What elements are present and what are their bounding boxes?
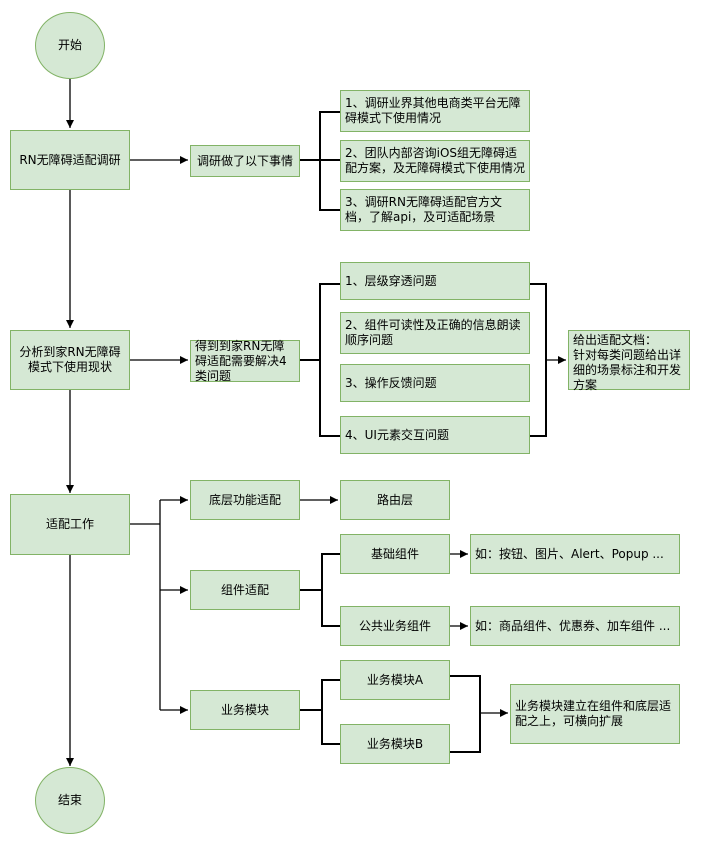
analysis-item-4[interactable]: 4、UI元素交互问题 <box>340 416 530 454</box>
analysis-step[interactable]: 分析到家RN无障碍模式下使用现状 <box>10 330 130 390</box>
router-layer[interactable]: 路由层 <box>340 480 450 520</box>
analysis-item-3[interactable]: 3、操作反馈问题 <box>340 364 530 402</box>
module-a[interactable]: 业务模块A <box>340 660 450 700</box>
research-step[interactable]: RN无障碍适配调研 <box>10 130 130 190</box>
component-adapt[interactable]: 组件适配 <box>190 570 300 610</box>
biz-component-example[interactable]: 如：商品组件、优惠券、加车组件 ... <box>470 606 680 646</box>
brace-module-left <box>321 679 340 745</box>
brace-component <box>321 553 340 627</box>
brace-analysis-left <box>319 283 340 437</box>
research-summary[interactable]: 调研做了以下事情 <box>190 145 300 177</box>
research-item-1[interactable]: 1、调研业界其他电商类平台无障碍模式下使用情况 <box>340 90 530 132</box>
analysis-result[interactable]: 给出适配文档： 针对每类问题给出详细的场景标注和开发方案 <box>568 330 690 392</box>
analysis-item-2[interactable]: 2、组件可读性及正确的信息朗读顺序问题 <box>340 312 530 354</box>
start-node[interactable]: 开始 <box>35 12 105 79</box>
basic-component[interactable]: 基础组件 <box>340 534 450 574</box>
research-item-2[interactable]: 2、团队内部咨询iOS组无障碍适配方案，及无障碍模式下使用情况 <box>340 140 530 182</box>
analysis-summary[interactable]: 得到到家RN无障碍适配需要解决4类问题 <box>190 339 300 383</box>
base-adapt[interactable]: 底层功能适配 <box>190 480 300 520</box>
module-adapt[interactable]: 业务模块 <box>190 690 300 730</box>
analysis-item-1[interactable]: 1、层级穿透问题 <box>340 262 530 300</box>
work-step[interactable]: 适配工作 <box>10 494 130 555</box>
module-b[interactable]: 业务模块B <box>340 724 450 764</box>
biz-component[interactable]: 公共业务组件 <box>340 606 450 646</box>
brace-module-right <box>450 675 481 753</box>
brace-analysis-right <box>530 283 547 437</box>
research-item-3[interactable]: 3、调研RN无障碍适配官方文档，了解api，及可适配场景 <box>340 189 530 231</box>
module-note[interactable]: 业务模块建立在组件和底层适配之上，可横向扩展 <box>510 684 680 744</box>
basic-component-example[interactable]: 如：按钮、图片、Alert、Popup ... <box>470 534 680 574</box>
end-node[interactable]: 结束 <box>35 767 105 834</box>
